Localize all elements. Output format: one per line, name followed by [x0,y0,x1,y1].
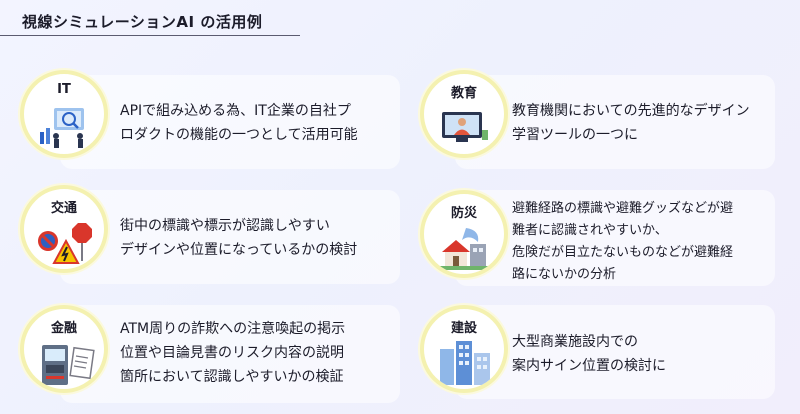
card-line: 箇所において認識しやすいかの検証 [120,369,344,385]
card-line: 難者に認識されやすいか、 [512,223,668,238]
card-line: ATM周りの詐欺への注意喚起の掲示 [120,321,346,337]
online-lecture-icon [442,112,488,142]
badge-label: 交通 [50,201,77,216]
it-analytics-icon [40,108,84,148]
title-underline [0,35,300,36]
card-line: 避難経路の標識や避難グッズなどが避 [512,201,734,216]
card-line: 位置や目論見書のリスク内容の説明 [120,345,344,361]
card-line: APIで組み込める為、IT企業の自社プ [120,103,351,119]
atm-icon [42,345,95,385]
card-finance [60,305,400,403]
card-line: 案内サイン位置の検討に [512,358,666,374]
badge-label: 教育 [450,86,477,101]
badge-education: 教育 [420,70,508,158]
card-line: デザインや位置になっているかの検討 [120,242,358,258]
buildings-icon [440,341,490,385]
badge-label: IT [57,82,71,97]
card-disaster [455,190,775,286]
card-line: 路にないかの分析 [512,267,617,282]
card-line: ロダクトの機能の一つとして活用可能 [120,127,358,143]
badge-disaster: 防災 [420,190,508,278]
badge-construction: 建設 [420,305,508,393]
card-line: 大型商業施設内での [512,334,638,350]
card-line: 街中の標識や標示が認識しやすい [120,218,330,234]
disaster-house-icon [438,228,492,270]
card-traffic [60,190,400,284]
badge-it: IT [20,70,108,158]
badge-traffic: 交通 [20,185,108,273]
card-line: 危険だが目立たないものなどが避難経 [512,245,734,260]
badge-finance: 金融 [20,305,108,393]
badge-label: 建設 [450,321,477,336]
traffic-signs-icon [38,223,92,264]
page-title: 視線シミュレーションAI の活用例 [22,13,263,31]
card-line: 学習ツールの一つに [512,127,638,143]
card-it [60,75,400,169]
badge-label: 金融 [50,321,77,336]
card-education [455,75,775,169]
card-line: 教育機関においての先進的なデザイン [512,103,750,119]
badge-label: 防災 [450,206,477,221]
card-construction [455,305,775,399]
